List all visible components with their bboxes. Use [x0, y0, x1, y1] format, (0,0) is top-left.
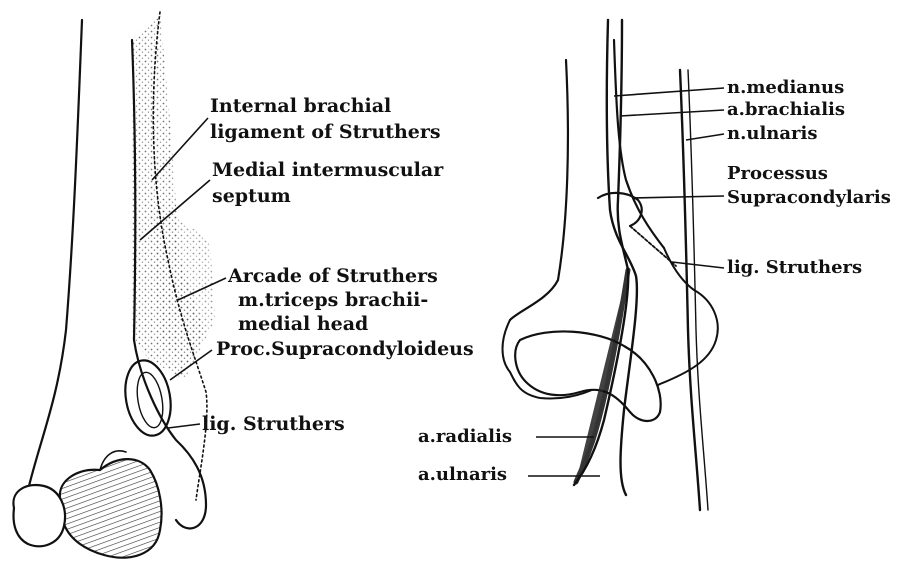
label-left-lig-struthers: lig. Struthers	[202, 413, 345, 435]
label-medial-septum-line2: septum	[212, 185, 291, 207]
label-processus-line2: Supracondylaris	[727, 187, 891, 208]
label-proc-supracondyloideus: Proc.Supracondyloideus	[216, 338, 474, 360]
label-processus-line1: Processus	[727, 163, 828, 184]
right-elbow-drawing	[503, 20, 718, 510]
trochlea	[60, 459, 162, 558]
label-right-lig-struthers: lig. Struthers	[727, 257, 862, 278]
humerus-lateral-edge	[28, 20, 82, 490]
capitulum	[13, 485, 65, 546]
label-medial-septum-line1: Medial intermuscular	[212, 159, 443, 181]
label-triceps-line1: m.triceps brachii-	[238, 289, 428, 311]
label-a-ulnaris: a.ulnaris	[418, 464, 507, 485]
label-n-medianus: n.medianus	[727, 77, 844, 98]
label-internal-brachial-line1: Internal brachial	[210, 95, 391, 117]
right-humerus-lateral	[510, 60, 568, 320]
label-a-radialis: a.radialis	[418, 426, 512, 447]
ulna-head	[515, 331, 660, 421]
label-n-ulnaris: n.ulnaris	[727, 123, 817, 144]
label-triceps-line2: medial head	[238, 313, 368, 335]
label-internal-brachial-line2: ligament of Struthers	[210, 121, 441, 143]
left-humerus-drawing	[13, 12, 215, 558]
label-arcade-of-struthers: Arcade of Struthers	[228, 265, 438, 287]
label-a-brachialis: a.brachialis	[727, 99, 845, 120]
